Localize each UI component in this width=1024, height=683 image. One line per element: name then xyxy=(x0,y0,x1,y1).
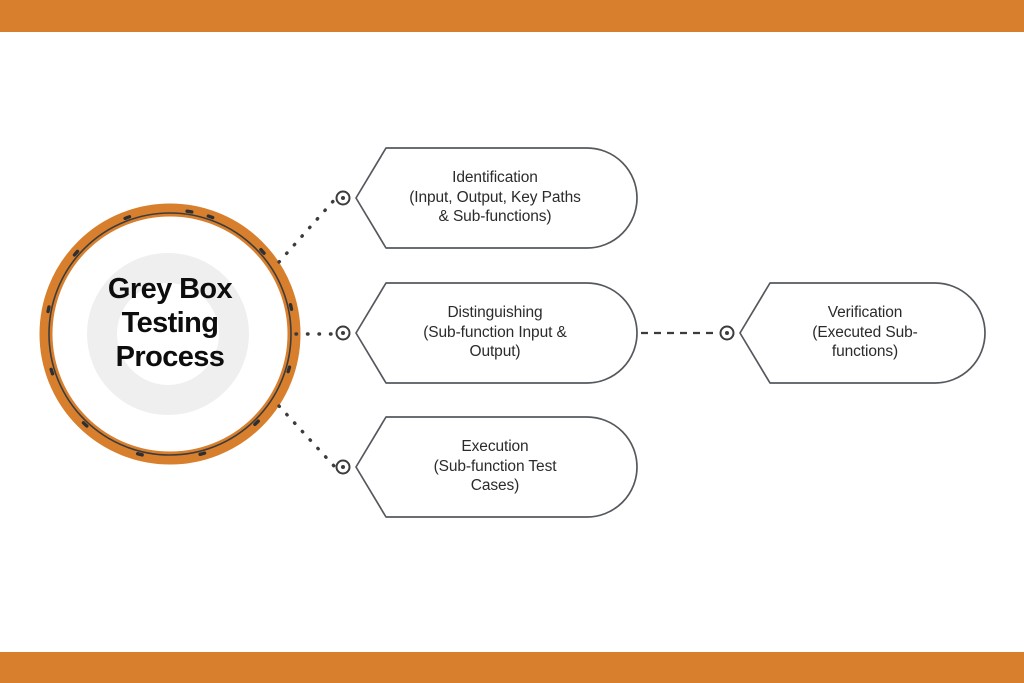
bottom-accent-bar xyxy=(0,652,1024,683)
node-shape-execution[interactable] xyxy=(355,416,638,518)
node-shape-distinguishing[interactable] xyxy=(355,282,638,384)
node-shape-verification[interactable] xyxy=(739,282,986,384)
hub-title: Grey Box Testing Process xyxy=(107,273,233,373)
watermark-ring-icon xyxy=(87,253,249,415)
node-shape-identification[interactable] xyxy=(355,147,638,249)
hub-ring xyxy=(39,203,301,465)
connector-hub-to-identification xyxy=(277,190,351,264)
top-accent-bar xyxy=(0,0,1024,32)
connector-hub-to-execution xyxy=(277,404,351,475)
connector-distinguishing-to-verification xyxy=(641,325,735,341)
connector-hub-to-distinguishing xyxy=(294,325,351,341)
